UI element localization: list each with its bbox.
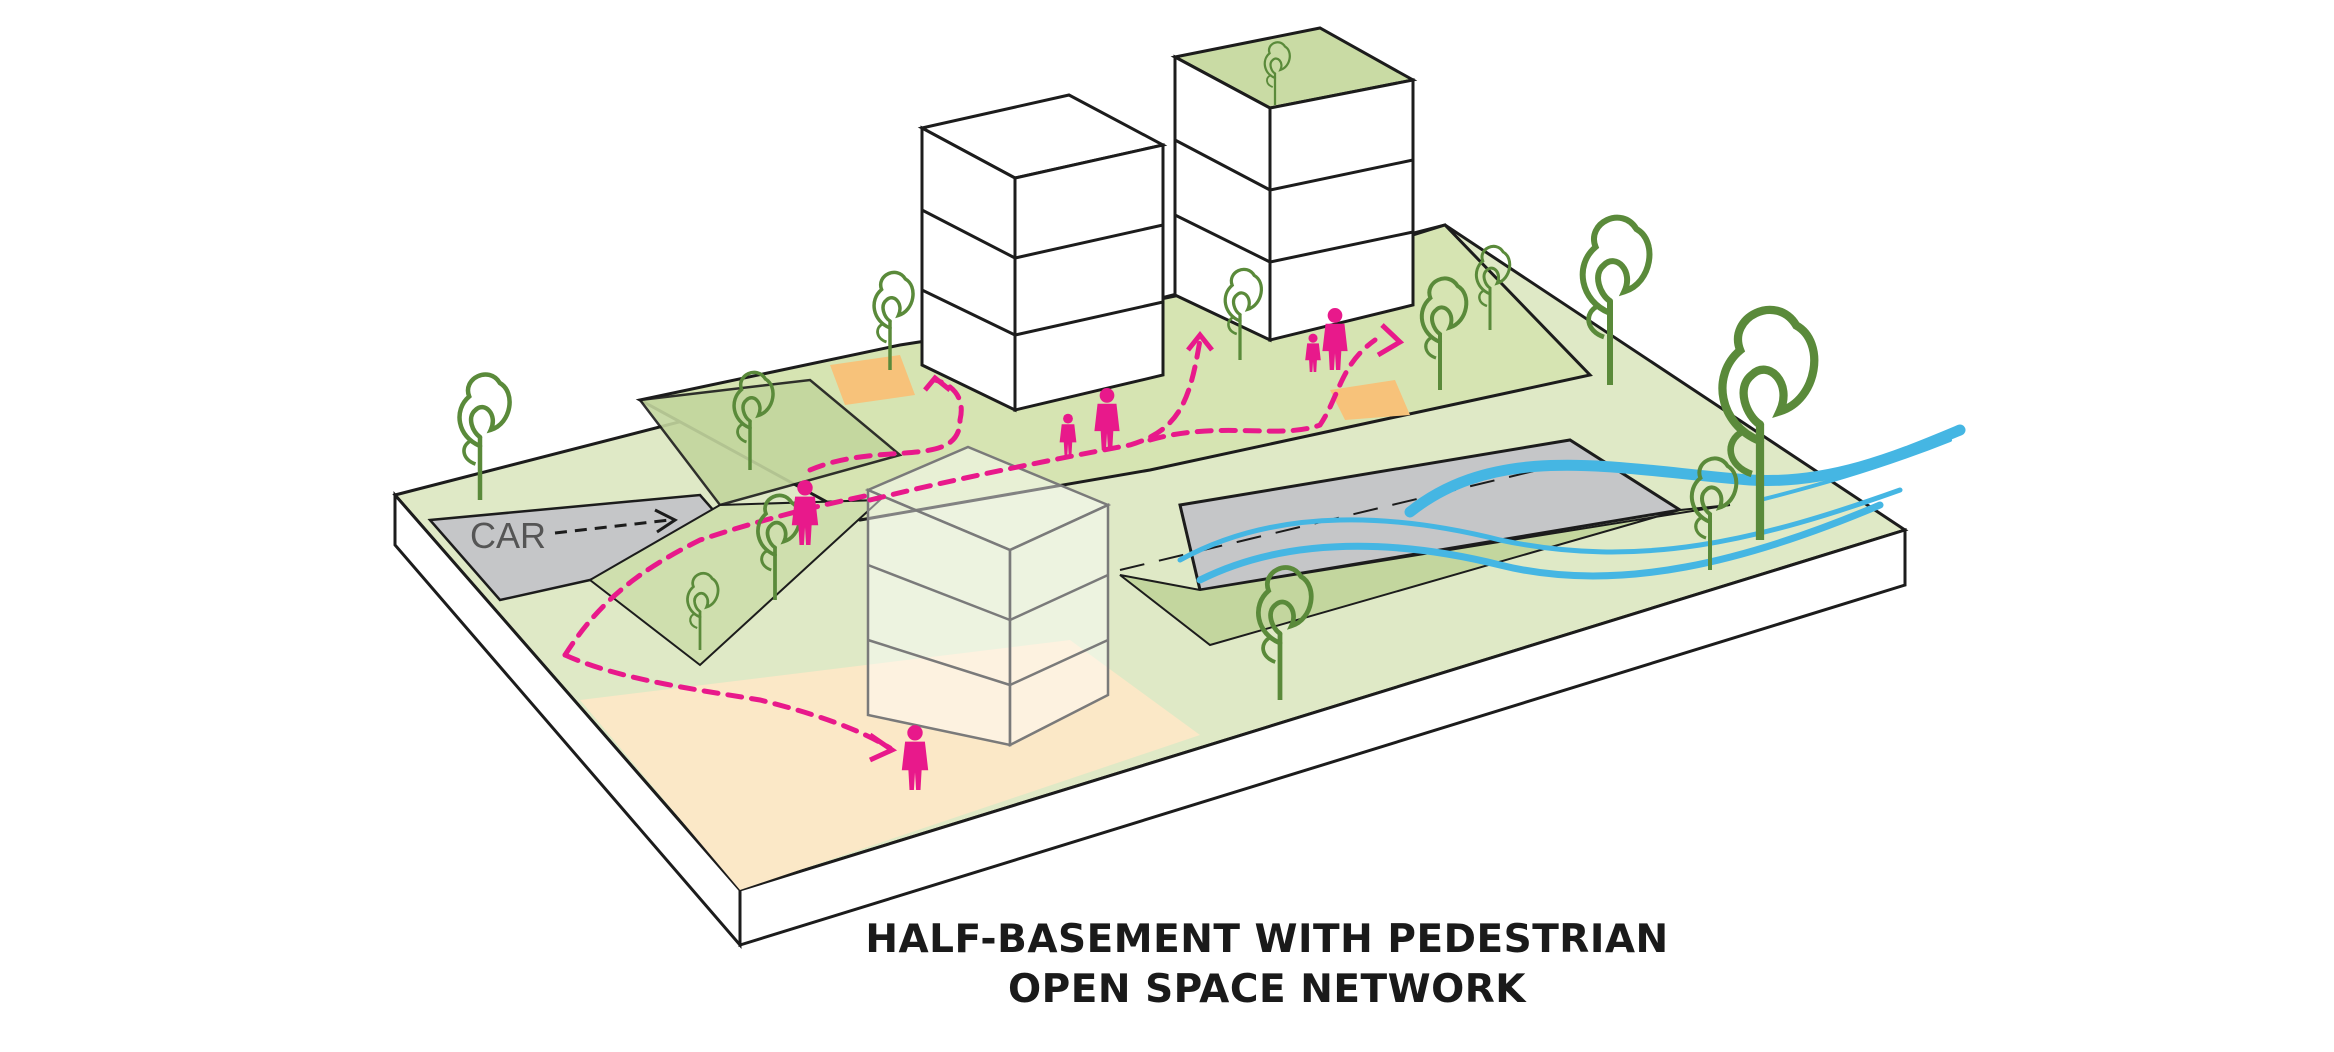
- orange-patch-1: [830, 355, 915, 405]
- path-arrowheads: [868, 323, 1405, 763]
- wind-flow-icon: [1177, 424, 1966, 584]
- caption-line-1: HALF-BASEMENT WITH PEDESTRIAN: [865, 917, 1669, 962]
- car-label: CAR: [470, 515, 546, 556]
- sand-plaza: [580, 640, 1200, 890]
- building-c-glass: [864, 445, 1112, 748]
- building-a: [917, 93, 1168, 413]
- orange-patch-2: [1330, 380, 1410, 420]
- building-b: [1170, 26, 1418, 343]
- pedestrian-path: [562, 337, 1378, 751]
- green-ramp-left: [637, 378, 903, 507]
- car-arrow-icon: [554, 508, 678, 535]
- caption-line-2: OPEN SPACE NETWORK: [1007, 967, 1527, 1012]
- slab-side-face: [738, 527, 1907, 948]
